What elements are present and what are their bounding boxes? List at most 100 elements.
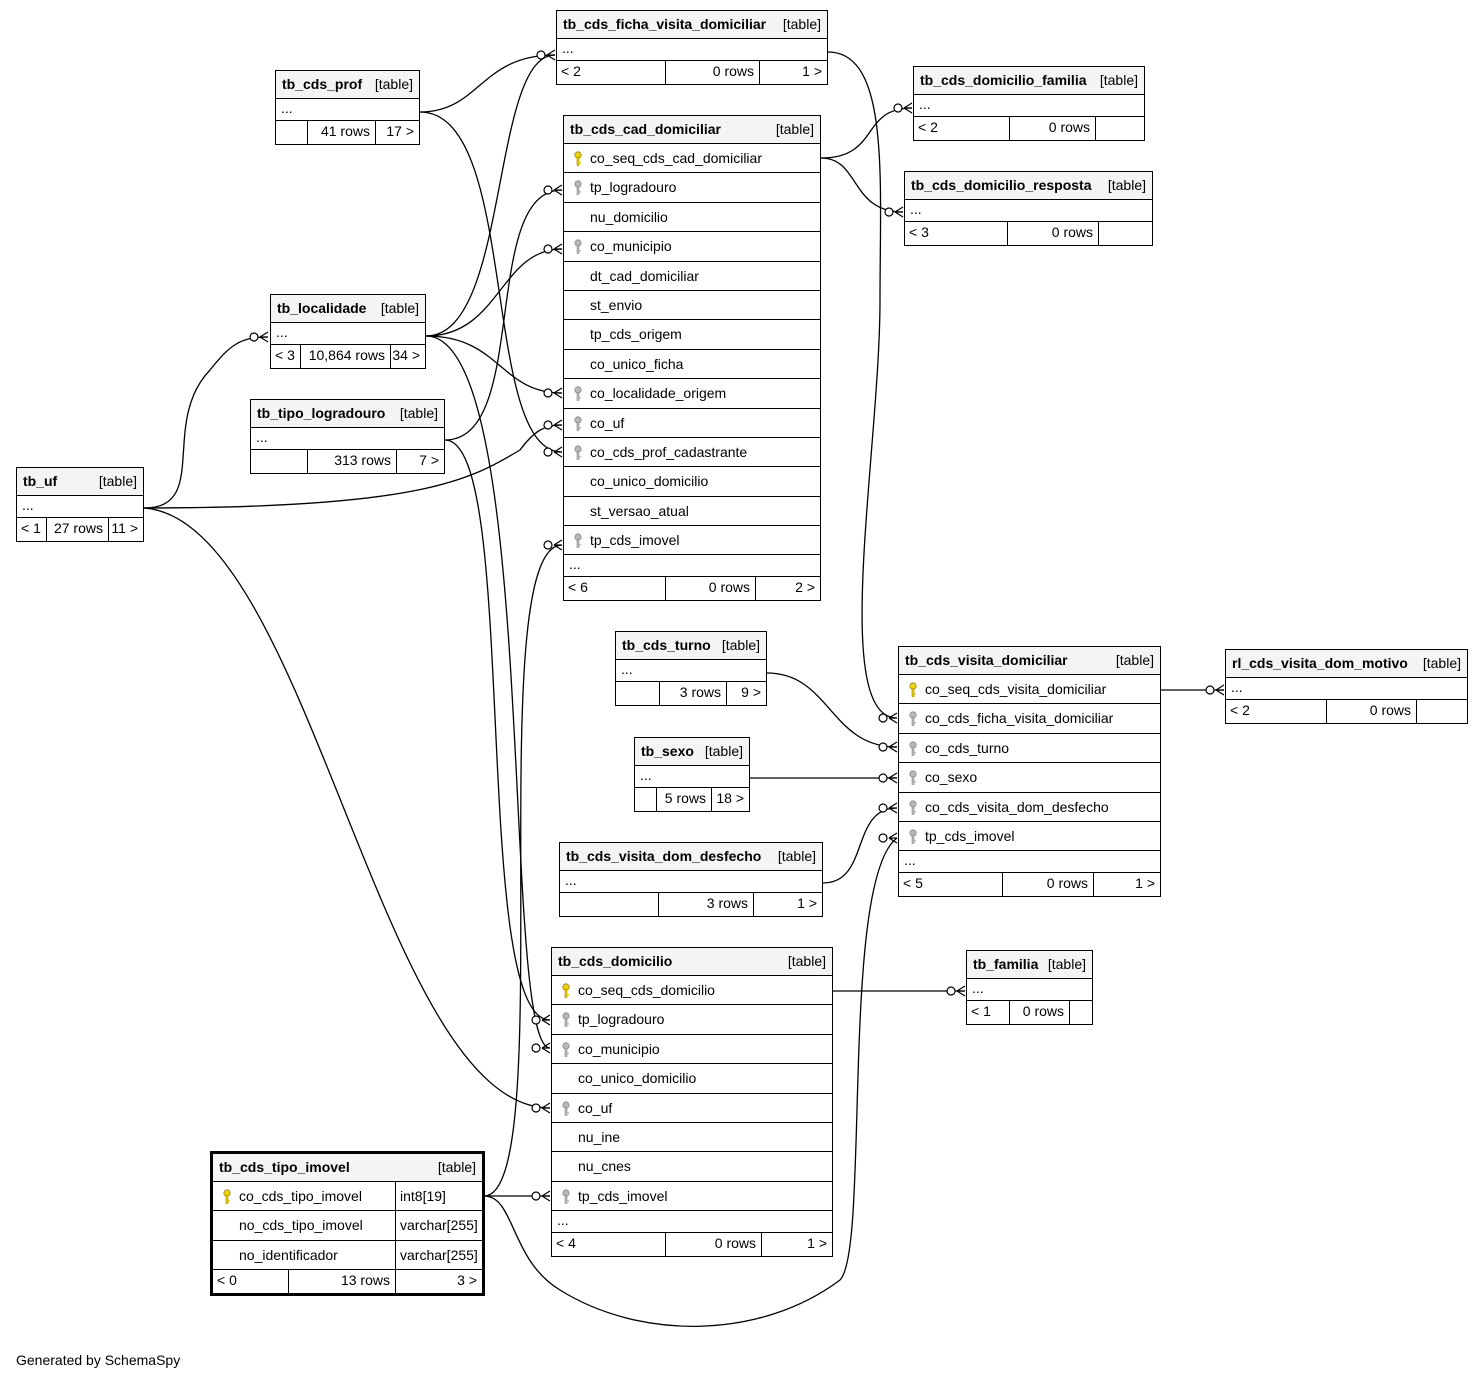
columns-ellipsis[interactable]: ... bbox=[276, 99, 419, 121]
table-tb-cds-domicilio-resposta[interactable]: tb_cds_domicilio_resposta[table] ... < 3… bbox=[904, 171, 1153, 246]
table-tb-tipo-logradouro[interactable]: tb_tipo_logradouro[table] ... 313 rows 7… bbox=[250, 399, 445, 474]
columns-ellipsis[interactable]: ... bbox=[564, 555, 820, 578]
edge-uf-loc bbox=[143, 336, 269, 509]
columns-ellipsis[interactable]: ... bbox=[251, 428, 444, 450]
table-type: [table] bbox=[437, 1159, 476, 1175]
column-row-tp-cds-origem[interactable]: tp_cds_origem bbox=[564, 320, 820, 350]
children-count[interactable] bbox=[1098, 222, 1152, 245]
table-tb-cds-ficha-visita-domiciliar[interactable]: tb_cds_ficha_visita_domiciliar[table] ..… bbox=[556, 10, 828, 85]
columns-ellipsis[interactable]: ... bbox=[899, 851, 1160, 874]
column-row-co-unico-domicilio[interactable]: co_unico_domicilio bbox=[552, 1064, 832, 1094]
columns-ellipsis[interactable]: ... bbox=[905, 200, 1152, 222]
column-row-co-unico-domicilio[interactable]: co_unico_domicilio bbox=[564, 467, 820, 497]
column-row-co-uf[interactable]: co_uf bbox=[552, 1094, 832, 1123]
parents-text: < 3 bbox=[909, 224, 929, 240]
table-type: [table] bbox=[1115, 652, 1154, 668]
children-count[interactable]: 34 > bbox=[390, 345, 425, 368]
parents-count[interactable]: < 2 bbox=[914, 117, 1009, 140]
children-count[interactable]: 17 > bbox=[375, 121, 419, 144]
column-row-tp-cds-imovel[interactable]: tp_cds_imovel bbox=[552, 1182, 832, 1212]
table-tb-cds-turno[interactable]: tb_cds_turno[table] ... 3 rows 9 > bbox=[615, 631, 767, 706]
columns-ellipsis[interactable]: ... bbox=[967, 979, 1092, 1001]
column-row-tp-logradouro[interactable]: tp_logradouro bbox=[564, 173, 820, 203]
column-row-co-municipio[interactable]: co_municipio bbox=[564, 232, 820, 262]
children-count[interactable]: 3 > bbox=[395, 1270, 482, 1294]
column-row-co-cds-prof-cadastrante[interactable]: co_cds_prof_cadastrante bbox=[564, 438, 820, 468]
column-row-nu-cnes[interactable]: nu_cnes bbox=[552, 1152, 832, 1182]
table-name: tb_cds_cad_domiciliar bbox=[570, 121, 721, 137]
column-row-co-municipio[interactable]: co_municipio bbox=[552, 1035, 832, 1065]
children-count[interactable]: 18 > bbox=[711, 788, 749, 811]
table-tb-cds-visita-dom-desfecho[interactable]: tb_cds_visita_dom_desfecho[table] ... 3 … bbox=[559, 842, 823, 917]
column-row-co-uf[interactable]: co_uf bbox=[564, 409, 820, 438]
children-count[interactable] bbox=[1416, 700, 1467, 723]
column-row-nu-domicilio[interactable]: nu_domicilio bbox=[564, 203, 820, 233]
columns-ellipsis[interactable]: ... bbox=[557, 39, 827, 61]
column-row-co-cds-visita-dom-desfecho[interactable]: co_cds_visita_dom_desfecho bbox=[899, 793, 1160, 822]
column-row-co-seq-cds-cad-domiciliar[interactable]: co_seq_cds_cad_domiciliar bbox=[564, 144, 820, 174]
column-row-co-localidade-origem[interactable]: co_localidade_origem bbox=[564, 379, 820, 409]
children-count[interactable]: 1 > bbox=[759, 61, 827, 84]
column-row-co-cds-turno[interactable]: co_cds_turno bbox=[899, 734, 1160, 764]
table-tb-cds-domicilio[interactable]: tb_cds_domicilio[table] co_seq_cds_domic… bbox=[551, 947, 833, 1258]
parents-count[interactable] bbox=[276, 121, 307, 144]
children-count[interactable]: 1 > bbox=[1093, 873, 1160, 897]
table-tb-cds-prof[interactable]: tb_cds_prof[table] ... 41 rows 17 > bbox=[275, 70, 420, 145]
column-row-dt-cad-domiciliar[interactable]: dt_cad_domiciliar bbox=[564, 262, 820, 291]
columns-ellipsis[interactable]: ... bbox=[914, 95, 1144, 117]
column-row-co-seq-cds-visita-domiciliar[interactable]: co_seq_cds_visita_domiciliar bbox=[899, 675, 1160, 705]
parents-count[interactable]: < 6 bbox=[564, 577, 665, 600]
table-tb-uf[interactable]: tb_uf[table] ... < 1 27 rows 11 > bbox=[16, 467, 144, 542]
parents-count[interactable]: < 3 bbox=[271, 345, 300, 368]
columns-ellipsis[interactable]: ... bbox=[552, 1211, 832, 1234]
parents-count[interactable]: < 3 bbox=[905, 222, 1007, 245]
columns-ellipsis[interactable]: ... bbox=[635, 766, 749, 788]
column-row-tp-cds-imovel[interactable]: tp_cds_imovel bbox=[899, 822, 1160, 852]
column-row-co-cds-ficha-visita-domiciliar[interactable]: co_cds_ficha_visita_domiciliar bbox=[899, 704, 1160, 734]
parents-count[interactable]: < 0 bbox=[213, 1270, 288, 1293]
parents-count[interactable]: < 4 bbox=[552, 1233, 665, 1256]
parents-count[interactable]: < 5 bbox=[899, 873, 1002, 896]
children-count[interactable]: 9 > bbox=[726, 682, 766, 705]
parents-count[interactable] bbox=[616, 682, 659, 705]
children-count[interactable] bbox=[1069, 1001, 1092, 1024]
table-tb-familia[interactable]: tb_familia[table] ... < 1 0 rows bbox=[966, 950, 1093, 1025]
parents-count[interactable]: < 2 bbox=[557, 61, 665, 84]
children-count[interactable]: 7 > bbox=[396, 450, 444, 473]
column-row-tp-cds-imovel[interactable]: tp_cds_imovel bbox=[564, 526, 820, 556]
table-tb-cds-visita-domiciliar[interactable]: tb_cds_visita_domiciliar[table] co_seq_c… bbox=[898, 646, 1161, 898]
column-row-tp-logradouro[interactable]: tp_logradouro bbox=[552, 1005, 832, 1035]
table-tb-localidade[interactable]: tb_localidade[table] ... < 3 10,864 rows… bbox=[270, 294, 426, 369]
columns-ellipsis[interactable]: ... bbox=[1226, 678, 1467, 700]
table-tb-cds-cad-domiciliar[interactable]: tb_cds_cad_domiciliar[table] co_seq_cds_… bbox=[563, 115, 821, 602]
column-row-st-versao-atual[interactable]: st_versao_atual bbox=[564, 497, 820, 527]
column-row-st-envio[interactable]: st_envio bbox=[564, 291, 820, 321]
parents-count[interactable] bbox=[560, 893, 658, 916]
column-row-co-sexo[interactable]: co_sexo bbox=[899, 763, 1160, 793]
table-rl-cds-visita-dom-motivo[interactable]: rl_cds_visita_dom_motivo[table] ... < 2 … bbox=[1225, 649, 1468, 724]
children-count[interactable]: 1 > bbox=[761, 1233, 832, 1257]
children-count[interactable]: 11 > bbox=[108, 518, 143, 541]
columns-ellipsis[interactable]: ... bbox=[616, 660, 766, 682]
parents-count[interactable]: < 1 bbox=[17, 518, 46, 541]
columns-ellipsis[interactable]: ... bbox=[271, 323, 425, 345]
column-row-co-seq-cds-domicilio[interactable]: co_seq_cds_domicilio bbox=[552, 976, 832, 1006]
table-header: tb_cds_ficha_visita_domiciliar[table] bbox=[557, 11, 827, 39]
parents-count[interactable] bbox=[635, 788, 656, 811]
children-count[interactable]: 2 > bbox=[755, 577, 820, 601]
table-tb-cds-tipo-imovel[interactable]: tb_cds_tipo_imovel[table] co_cds_tipo_im… bbox=[210, 1151, 485, 1297]
children-count[interactable] bbox=[1095, 117, 1144, 140]
column-row-co-unico-ficha[interactable]: co_unico_ficha bbox=[564, 350, 820, 380]
children-count[interactable]: 1 > bbox=[753, 893, 822, 916]
table-tb-sexo[interactable]: tb_sexo[table] ... 5 rows 18 > bbox=[634, 737, 750, 812]
parents-count[interactable] bbox=[251, 450, 307, 473]
parents-count[interactable]: < 1 bbox=[967, 1001, 1009, 1024]
column-row-nu-ine[interactable]: nu_ine bbox=[552, 1123, 832, 1153]
columns-ellipsis[interactable]: ... bbox=[560, 871, 822, 893]
parents-count[interactable]: < 2 bbox=[1226, 700, 1326, 723]
columns-ellipsis[interactable]: ... bbox=[17, 496, 143, 518]
table-tb-cds-domicilio-familia[interactable]: tb_cds_domicilio_familia[table] ... < 2 … bbox=[913, 66, 1145, 141]
